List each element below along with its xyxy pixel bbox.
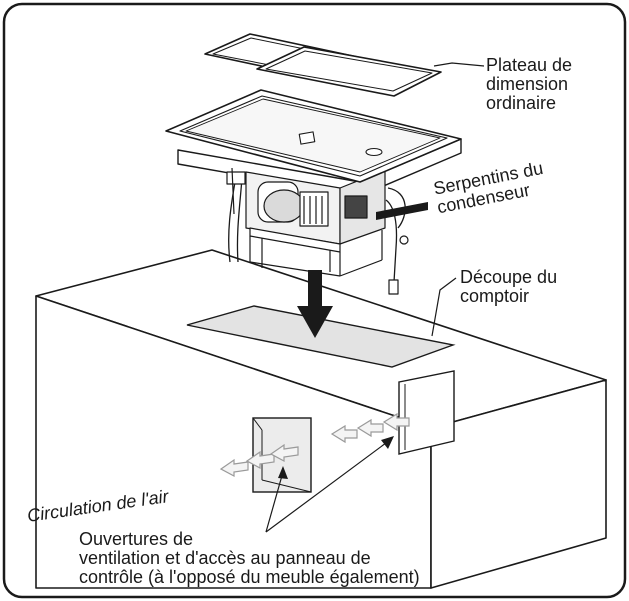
- leader-lines: [265, 62, 485, 533]
- counter-cutout: [186, 305, 456, 368]
- front-airflow-arrows: [219, 443, 299, 478]
- label-cutout-line-2: comptoir: [460, 286, 530, 306]
- label-openings-line-2: ventilation et d'accès au panneau de: [79, 548, 371, 568]
- leader-arrowheads: [278, 436, 394, 479]
- tray-leader: [433, 62, 485, 67]
- label-pan-line-2: dimension: [486, 74, 569, 94]
- label-openings-line-3: contrôle (à l'opposé du meuble également…: [79, 567, 420, 587]
- label-pan: Plateau de dimension ordinaire: [486, 56, 572, 113]
- cutout-leader: [431, 277, 457, 337]
- food-pan-front: [256, 46, 442, 97]
- label-pan-line-3: ordinaire: [486, 93, 557, 113]
- label-cutout-line-1: Découpe du: [460, 267, 558, 287]
- label-counter-cutout: Découpe du comptoir: [460, 268, 557, 306]
- side-airflow-arrows: [330, 412, 410, 444]
- condensing-unit: [245, 169, 386, 277]
- coils-leader: [376, 202, 428, 220]
- drop-in-unit: [165, 89, 462, 295]
- side-vent-opening: [398, 370, 455, 455]
- power-cord: [385, 199, 398, 283]
- counter-side: [430, 379, 607, 589]
- food-pans: [204, 33, 442, 97]
- side-vent-leader: [265, 439, 391, 533]
- install-direction-arrow: [297, 270, 333, 338]
- label-vent-openings: Ouvertures de ventilation et d'accès au …: [79, 530, 420, 587]
- label-pan-line-1: Plateau de: [486, 55, 573, 75]
- front-vent-leader: [265, 471, 284, 533]
- label-openings-line-1: Ouvertures de: [79, 529, 194, 549]
